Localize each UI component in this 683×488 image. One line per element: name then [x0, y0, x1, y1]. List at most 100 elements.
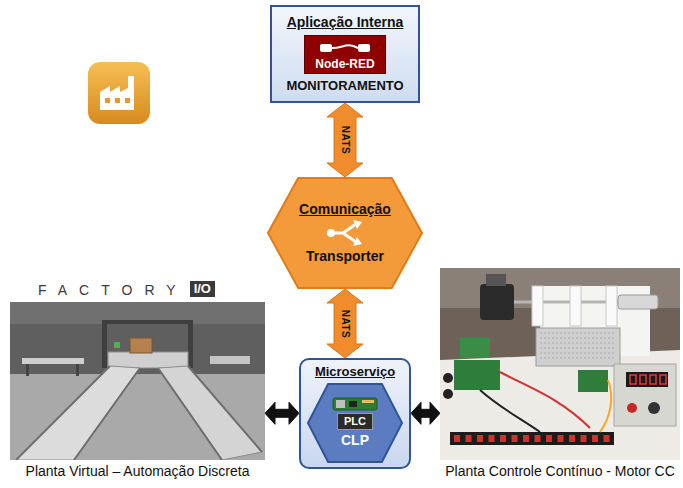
virtual-plant-picture — [108, 352, 188, 368]
raspberry-board — [333, 398, 377, 410]
motor-plant-photo — [578, 370, 608, 392]
raspberry-board — [362, 400, 374, 403]
motor-plant-photo — [440, 268, 680, 460]
hexagon-shape — [308, 384, 402, 462]
virtual-plant-picture — [102, 320, 107, 368]
motor-plant-photo — [627, 403, 637, 413]
motor-plant-photo — [536, 328, 620, 366]
box-heading: Microserviço — [315, 364, 395, 380]
transport-icon — [331, 224, 356, 242]
box-body: MONITORAMENTO — [286, 78, 403, 94]
motor-plant-photo — [618, 295, 658, 309]
flow-icon — [358, 44, 370, 52]
motor-plant-photo — [626, 372, 668, 387]
virtual-plant-picture — [188, 320, 193, 368]
transport-icon — [353, 220, 362, 229]
motor-plant-photo — [640, 375, 646, 384]
motor-plant-photo — [614, 364, 676, 426]
virtual-plant: Planta Virtual – Automação Discreta — [10, 302, 265, 480]
box-heading: Aplicação Interna — [287, 14, 404, 31]
transport-icon — [353, 237, 362, 246]
virtual-plant-picture — [16, 366, 262, 460]
factory-io-icon — [105, 98, 110, 103]
motor-plant-photo — [540, 353, 616, 354]
motor-plant-photo — [532, 286, 543, 326]
motor-plant-photo — [454, 435, 460, 442]
brand-wordmark: FACTORY — [38, 282, 188, 299]
motor-plant-photo — [535, 435, 541, 442]
motor-plant-photo — [480, 390, 540, 432]
motor-plant-photo — [443, 389, 453, 399]
edge-label: NATS — [339, 124, 351, 156]
plant-caption: Planta Virtual – Automação Discreta — [26, 463, 250, 480]
motor-plant-photo — [648, 402, 660, 414]
motor-plant-photo — [630, 375, 636, 384]
chip-label: PLC — [337, 413, 373, 430]
logo-text: Node-RED — [315, 57, 374, 71]
motor-plant-photo — [660, 375, 666, 384]
node-red-logo: Node-RED — [304, 35, 386, 74]
virtual-plant-picture — [10, 302, 265, 324]
motor-plant-photo — [540, 348, 616, 349]
factory-io-icon — [88, 62, 150, 124]
edge-label: NATS — [339, 307, 351, 339]
application-box: Aplicação InternaMONITORAMENTO Node-RED — [270, 5, 420, 103]
virtual-plant-picture — [10, 302, 265, 374]
motor-plant-photo — [500, 435, 506, 442]
motor-plant: Planta Controle Contínuo - Motor CC — [440, 268, 680, 480]
motor-plant-photo — [570, 286, 581, 326]
virtual-plant-picture — [130, 338, 152, 353]
virtual-plant-picture — [210, 356, 250, 364]
motor-plant-photo — [440, 268, 680, 460]
motor-plant-photo — [443, 373, 453, 383]
factory-io-icon — [115, 98, 120, 103]
virtual-plant-picture — [76, 364, 79, 376]
hexagon-body: Transporter — [306, 248, 384, 265]
virtual-plant-picture — [10, 302, 265, 460]
raspberry-board — [332, 397, 378, 411]
transporter-hexagon: ComunicaçãoTransporter — [267, 177, 423, 289]
virtual-plant-picture — [102, 320, 193, 324]
motor-plant-photo — [600, 380, 611, 432]
transport-icon — [323, 218, 367, 248]
virtual-plant-picture — [158, 366, 262, 460]
flow-icon — [320, 44, 332, 52]
microservice-box: MicroserviçoPLC CLP — [299, 358, 411, 469]
motor-plant-photo — [581, 435, 587, 442]
motor-plant-photo — [540, 343, 616, 344]
motor-plant-photo — [592, 435, 598, 442]
virtual-plant-picture — [26, 364, 29, 376]
motor-plant-photo — [460, 338, 490, 358]
motor-plant-photo — [650, 375, 656, 384]
motor-plant-photo — [540, 333, 616, 334]
motor-plant-photo — [546, 435, 552, 442]
motor-plant-photo — [540, 358, 616, 359]
io-arrow — [411, 402, 440, 424]
hexagon-body: CLP — [341, 432, 369, 449]
raspberry-board — [332, 397, 378, 411]
nats-arrow — [327, 289, 363, 358]
motor-plant-photo — [486, 274, 506, 286]
motor-plant-photo — [477, 435, 483, 442]
motor-plant-photo — [454, 360, 500, 390]
plc-hexagon: PLC CLP — [307, 383, 403, 463]
flow-icon — [318, 39, 372, 57]
io-arrow — [265, 402, 299, 424]
motor-plant-photo — [540, 338, 616, 339]
motor-plant-photo — [450, 432, 614, 445]
virtual-plant-picture — [10, 302, 265, 460]
virtual-plant-picture — [114, 342, 120, 348]
factory-io-icon — [88, 62, 150, 124]
flow-icon — [318, 39, 372, 57]
motor-plant-photo — [512, 435, 518, 442]
virtual-plant-picture — [16, 366, 140, 460]
virtual-plant-picture — [22, 358, 84, 364]
plant-caption: Planta Controle Contínuo - Motor CC — [445, 463, 675, 480]
motor-plant-photo — [489, 435, 495, 442]
motor-plant-photo — [500, 372, 590, 428]
factory-io-icon — [125, 98, 130, 103]
motor-plant-photo — [523, 435, 529, 442]
motor-plant-photo — [480, 284, 514, 320]
hexagon-shape — [268, 178, 422, 288]
hexagon-heading: Comunicação — [299, 201, 391, 218]
